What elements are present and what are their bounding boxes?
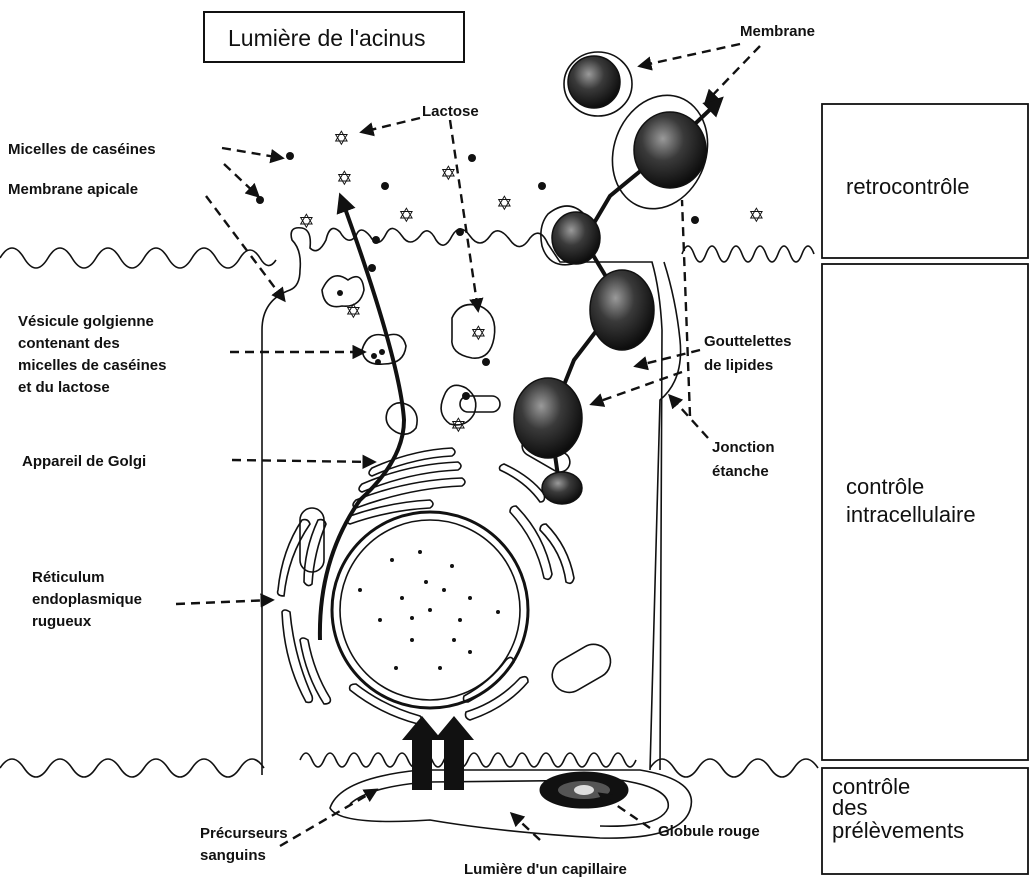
lumen-title: Lumière de l'acinus [228, 25, 425, 51]
lactose-star: ✡ [748, 203, 765, 227]
er-cisterna [464, 657, 515, 702]
control-panel: retrocontrôle contrôle intracellulaire c… [822, 104, 1028, 874]
label-jonction-2: étanche [712, 463, 769, 480]
lipid-droplet [634, 112, 706, 188]
label-vesicule-3: micelles de caséines [18, 357, 166, 374]
mitochondrion [546, 638, 617, 698]
lactose-star: ✡ [336, 166, 353, 190]
secretion-pathway-arrow [320, 200, 404, 640]
label-globule: Globule rouge [658, 823, 760, 840]
label-reticulum-1: Réticulum [32, 569, 105, 586]
er-cisterna [282, 610, 312, 702]
label-reticulum-2: endoplasmique [32, 591, 142, 608]
label-micelles: Micelles de caséines [8, 141, 156, 158]
apical-membrane-right [682, 246, 814, 262]
er-cisterna [350, 684, 422, 724]
lactose-star: ✡ [440, 161, 457, 185]
label-reticulum-3: rugueux [32, 613, 92, 630]
er-cisterna [300, 638, 330, 704]
prelev-label-3: prélèvements [832, 818, 964, 843]
lipid-droplet [542, 472, 582, 504]
label-capillaire: Lumière d'un capillaire [464, 861, 627, 878]
red-blood-cell [540, 772, 628, 808]
prelev-label-2: des [832, 795, 867, 820]
label-vesicule-2: contenant des [18, 335, 120, 352]
lipid-droplet [568, 56, 620, 108]
uptake-arrow [402, 716, 442, 790]
nucleus [332, 512, 528, 708]
lipid-droplet [514, 378, 582, 458]
lactose-star: ✡ [345, 299, 362, 323]
vesicle [322, 276, 364, 307]
capillary-wall [330, 770, 691, 838]
label-lactose: Lactose [422, 103, 479, 120]
capillary [330, 770, 691, 838]
lipid-droplet [590, 270, 654, 350]
label-vesicule-1: Vésicule golgienne [18, 313, 154, 330]
label-membrane-apicale: Membrane apicale [8, 181, 138, 198]
label-golgi: Appareil de Golgi [22, 453, 146, 470]
vesicle [362, 334, 406, 364]
lipid-droplet [552, 212, 600, 264]
label-vesicule-4: et du lactose [18, 379, 110, 396]
intra-label-1: contrôle [846, 474, 924, 499]
er-cisterna [500, 464, 545, 502]
er-cisterna [540, 524, 574, 583]
label-precurseurs-1: Précurseurs [200, 825, 288, 842]
label-jonction-1: Jonction [712, 439, 775, 456]
lumen-title-box: Lumière de l'acinus [204, 12, 464, 62]
chromatin [358, 550, 500, 670]
basal-microvilli [300, 753, 636, 767]
lactose-star: ✡ [470, 321, 487, 345]
label-membrane: Membrane [740, 23, 815, 40]
lipid-droplets [514, 52, 723, 504]
label-precurseurs-2: sanguins [200, 847, 266, 864]
lactose-star: ✡ [496, 191, 513, 215]
label-gouttelettes-2: de lipides [704, 357, 773, 374]
uptake-arrows [402, 716, 474, 790]
lactose-star: ✡ [298, 209, 315, 233]
intra-label-2: intracellulaire [846, 502, 976, 527]
retro-label: retrocontrôle [846, 174, 970, 199]
uptake-arrow [434, 716, 474, 790]
cell-right-junction-wall [650, 262, 681, 770]
er-cisterna [510, 506, 552, 579]
label-gouttelettes-1: Gouttelettes [704, 333, 792, 350]
apical-membrane-line [0, 248, 276, 268]
lactose-star: ✡ [333, 126, 350, 150]
lactose-star: ✡ [398, 203, 415, 227]
